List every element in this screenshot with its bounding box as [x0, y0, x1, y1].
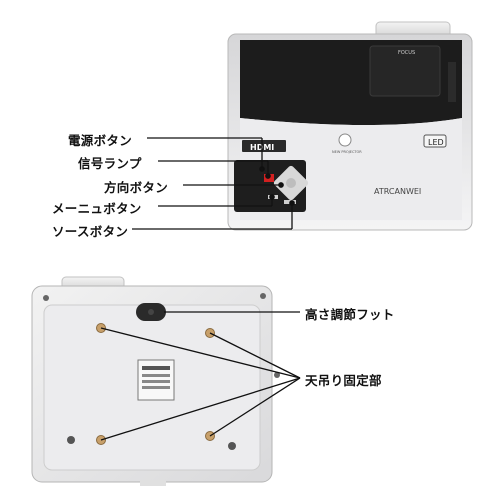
- label-height-foot: 高さ調節フット: [305, 307, 395, 322]
- side-slot: [448, 62, 456, 102]
- led-text: LED: [428, 138, 444, 147]
- brand-text: ATRCANWEI: [374, 187, 421, 196]
- led-badge: [423, 134, 447, 148]
- top-callout-lines: [132, 137, 295, 230]
- direction-pad[interactable]: [273, 165, 310, 202]
- focus-label: FOCUS: [398, 50, 415, 56]
- projector-bottom-view: [31, 276, 280, 486]
- label-power-button: 電源ボタン: [68, 133, 133, 148]
- projector-top-view: FOCUS HDMI NEW PROJECTOR LED ATRCANWEI: [227, 21, 473, 231]
- label-source-button: ソースボタン: [52, 224, 129, 239]
- label-signal-lamp: 信号ランプ: [78, 156, 142, 171]
- bottom-callout-lines: [100, 311, 301, 441]
- label-menu-button: メーニュボタン: [52, 201, 142, 216]
- focus-window: [369, 45, 441, 97]
- label-ceiling-mount: 天吊り固定部: [305, 373, 382, 388]
- projector-logo: [338, 133, 352, 147]
- hdmi-badge: [242, 140, 286, 152]
- label-direction-button: 方向ボタン: [104, 180, 169, 195]
- projector-logo-text: NEW PROJECTOR: [332, 150, 362, 154]
